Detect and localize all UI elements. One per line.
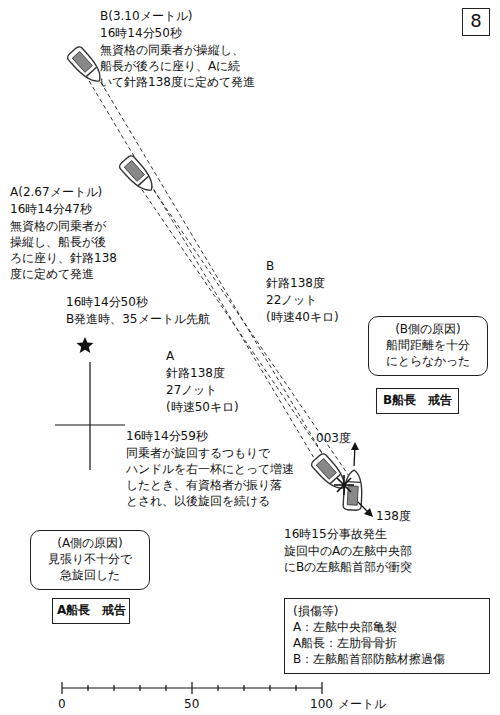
- box-text: 船間距離を十分 にとらなかった: [375, 337, 481, 369]
- scale-number: 100: [310, 696, 333, 712]
- page-number-box: 8: [462, 8, 490, 36]
- box-heading: (B側の原因): [375, 321, 481, 337]
- note-text: 同乗者が旋回するつもりで ハンドルを右一杯にとって増速 したとき、有資格者が振り…: [126, 445, 304, 509]
- note-text: 無資格の同乗者が操縦し、 船長が後ろに座り、Aに続 いて針路138度に定めて発進: [100, 42, 258, 90]
- time-label: 16時14分59秒: [126, 428, 208, 444]
- speed-label: (時速50キロ): [166, 399, 239, 415]
- box-text: B：左舷船首部防舷材擦過傷: [293, 651, 481, 667]
- box-text: 見張り不十分で 急旋回した: [37, 551, 143, 583]
- speed-label: 27ノット: [166, 382, 217, 398]
- note-text: 旋回中のAの左舷中央部 にBの左舷船首部が衝突: [284, 543, 434, 575]
- speed-label: (時速40キロ): [266, 309, 339, 325]
- box-text: B船長 戒告: [381, 392, 454, 408]
- verdict-box: B船長 戒告: [376, 388, 459, 414]
- course-label: 針路138度: [266, 275, 325, 291]
- box-heading: (A側の原因): [37, 535, 143, 551]
- time-label: 16時15分事故発生: [284, 526, 387, 542]
- time-label: 16時14分50秒: [100, 25, 182, 41]
- boat-name: B: [266, 258, 274, 274]
- note-text: 無資格の同乗者が 操縦し、船長が後 ろに座り、針路138 度に定めて発進: [10, 218, 122, 282]
- box-heading: (損傷等): [293, 603, 481, 619]
- time-label: 16時14分47秒: [10, 201, 92, 217]
- cause-box: (A側の原因)見張り不十分で 急旋回した: [30, 530, 150, 590]
- boat-name: B(3.10メートル): [100, 8, 192, 24]
- box-text: A船長 戒告: [57, 602, 125, 618]
- scale-number: 50: [184, 696, 199, 712]
- boat-name: A(2.67メートル): [10, 184, 102, 200]
- box-text: A船長：左肋骨骨折: [293, 635, 481, 651]
- time-label: 16時14分50秒: [66, 294, 148, 310]
- verdict-box: A船長 戒告: [52, 598, 130, 624]
- heading-label: 138度: [376, 508, 411, 524]
- scale-unit: メートル: [338, 696, 386, 712]
- damage-box: (損傷等)A：左舷中央部亀裂A船長：左肋骨骨折B：左舷船首部防舷材擦過傷: [284, 598, 490, 674]
- boat-name: A: [166, 348, 174, 364]
- course-label: 針路138度: [166, 365, 225, 381]
- cause-box: (B側の原因)船間距離を十分 にとらなかった: [368, 316, 488, 376]
- scale-number: 0: [58, 696, 66, 712]
- box-text: 8: [463, 9, 489, 33]
- note-text: B発進時、35メートル先航: [66, 311, 210, 327]
- speed-label: 22ノット: [266, 292, 317, 308]
- box-text: A：左舷中央部亀裂: [293, 619, 481, 635]
- heading-label: 003度: [316, 430, 351, 446]
